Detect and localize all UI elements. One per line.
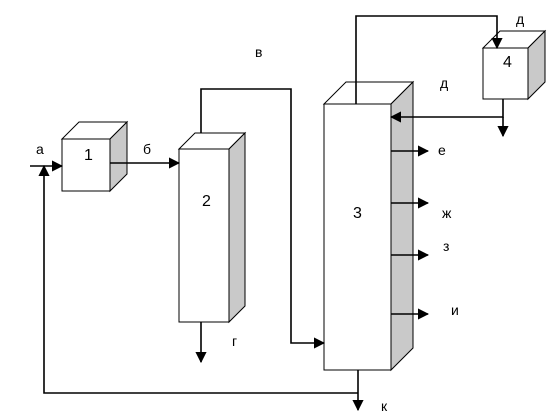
unit-1: 1 — [60, 120, 129, 193]
unit-2-side-face — [228, 131, 246, 324]
stream-e-label: е — [438, 142, 446, 158]
stream-k-label: к — [381, 398, 388, 414]
recycle-arrow — [38, 164, 358, 394]
stream-d-top-label: д — [516, 11, 524, 27]
unit-3-number: 3 — [353, 205, 362, 222]
stream-d-return-label: д — [440, 75, 448, 91]
stream-g-label: г — [232, 333, 237, 349]
stream-z-label: з — [443, 238, 449, 254]
unit-2-number: 2 — [202, 193, 211, 210]
stream-v-label: в — [255, 44, 262, 60]
unit-1-front-face — [61, 138, 111, 192]
unit-3-front-face — [323, 103, 392, 371]
unit-4: 4 — [481, 29, 547, 101]
stream-a-label: а — [36, 141, 44, 157]
stream-i-label: и — [451, 302, 459, 318]
stream-b-label: б — [143, 141, 151, 157]
stream-d-top-arrow — [355, 15, 503, 104]
unit-2-front-face — [178, 148, 230, 323]
unit-3-side-face — [390, 80, 414, 372]
unit-2: 2 — [177, 131, 247, 324]
unit-1-number: 1 — [84, 147, 93, 164]
unit-4-front-face — [482, 47, 529, 100]
stream-zh-label: ж — [442, 205, 452, 221]
unit-3: 3 — [322, 80, 415, 372]
unit-4-number: 4 — [503, 54, 512, 71]
stream-v-arrow — [200, 88, 326, 349]
